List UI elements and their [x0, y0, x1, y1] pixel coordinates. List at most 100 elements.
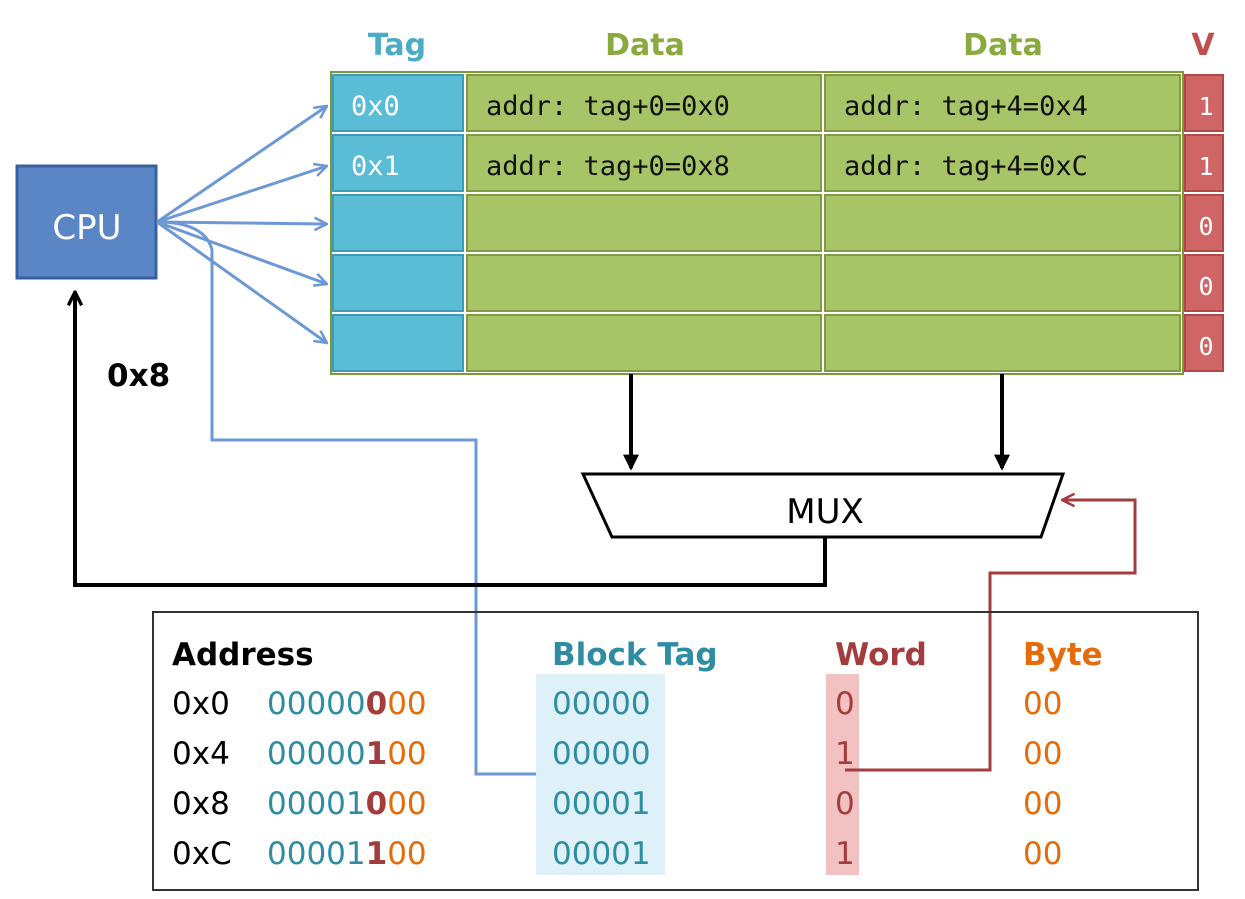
address-value: 0x0 [172, 686, 230, 722]
word-highlight [826, 674, 859, 875]
cache-row: 0 [332, 314, 1224, 372]
valid-bit: 0 [1198, 272, 1213, 301]
block-tag-value: 00000 [552, 736, 651, 772]
data-cell [824, 134, 1181, 192]
block-tag-value: 00001 [552, 786, 651, 822]
byte-value: 00 [1023, 686, 1062, 722]
tag-bits: 00001 [267, 786, 366, 822]
valid-cell [1184, 254, 1224, 312]
word-value: 1 [835, 836, 855, 872]
block-tag-value: 00001 [552, 836, 651, 872]
word-bit: 1 [366, 836, 388, 872]
tag-bits: 00000 [267, 686, 366, 722]
cache-row: 0x1 addr: tag+0=0x8 addr: tag+4=0xC 1 [332, 134, 1224, 192]
data-cell [466, 194, 822, 252]
data-cell [824, 254, 1181, 312]
valid-cell [1184, 74, 1224, 132]
tag-cell [332, 74, 464, 132]
tag-header: Tag [368, 28, 426, 63]
word-header: Word [835, 637, 927, 673]
tag-value: 0x0 [351, 91, 400, 122]
address-bits: 00001100 [267, 836, 427, 872]
address-table: Address Block Tag Word Byte 0x0 00000000… [152, 611, 1199, 891]
word-value: 0 [835, 686, 855, 722]
word-value: 0 [835, 786, 855, 822]
mux: MUX [580, 472, 1066, 539]
data-value: addr: tag+0=0x0 [486, 91, 730, 122]
data-cell [466, 74, 822, 132]
word-bit: 1 [366, 736, 388, 772]
byte-bits: 00 [387, 836, 426, 872]
block-tag-value: 00000 [552, 686, 651, 722]
address-value: 0x8 [172, 786, 230, 822]
valid-cell [1184, 134, 1224, 192]
address-header: Address [172, 637, 314, 673]
word-bit: 0 [366, 786, 388, 822]
cpu-tag-arrows [156, 106, 327, 343]
data-header-2: Data [963, 28, 1043, 63]
word-select-line [858, 500, 1137, 772]
bus-arrow [156, 106, 327, 224]
mux-label: MUX [786, 492, 864, 532]
tag-cell [332, 314, 464, 372]
bus-arrow [156, 220, 327, 343]
valid-cell [1184, 194, 1224, 252]
byte-value: 00 [1023, 836, 1062, 872]
data-cell [824, 194, 1181, 252]
byte-value: 00 [1023, 736, 1062, 772]
data-cell [466, 254, 822, 312]
address-row: 0x8 00001000 00001 0 00 [172, 786, 1062, 822]
tag-cell [332, 254, 464, 312]
address-table-frame [152, 611, 1199, 891]
word-value: 1 [835, 736, 855, 772]
cache-outline [330, 71, 1184, 375]
address-bits: 00000000 [267, 686, 427, 722]
valid-bit: 1 [1198, 92, 1213, 121]
cache-table: 0x0 addr: tag+0=0x0 addr: tag+4=0x4 1 0x… [330, 71, 1224, 375]
byte-bits: 00 [387, 736, 426, 772]
data-cell [824, 314, 1181, 372]
valid-cell [1184, 314, 1224, 372]
data-cell [466, 134, 822, 192]
valid-bit: 0 [1198, 332, 1213, 361]
valid-bit: 0 [1198, 212, 1213, 241]
mux-output-line [75, 292, 827, 587]
cpu-box: CPU [15, 164, 158, 280]
tag-bits: 00001 [267, 836, 366, 872]
address-bits: 00000100 [267, 736, 427, 772]
data-header-1: Data [605, 28, 685, 63]
block-tag-header: Block Tag [552, 637, 718, 673]
byte-header: Byte [1023, 637, 1103, 673]
cache-row: 0x0 addr: tag+0=0x0 addr: tag+4=0x4 1 [332, 74, 1224, 132]
tag-value: 0x1 [351, 151, 400, 182]
byte-bits: 00 [387, 686, 426, 722]
block-tag-highlight [536, 674, 665, 875]
valid-header: V [1191, 28, 1215, 63]
cache-row: 0 [332, 254, 1224, 312]
address-value: 0x4 [172, 736, 230, 772]
bus-arrow [156, 166, 327, 224]
address-row: 0xC 00001100 00001 1 00 [172, 836, 1062, 872]
word-bit: 0 [366, 686, 388, 722]
cache-row: 0 [332, 194, 1224, 252]
returned-value: 0x8 [107, 358, 170, 394]
data-cell [824, 74, 1181, 132]
data-value: addr: tag+0=0x8 [486, 151, 730, 182]
data-cell [466, 314, 822, 372]
tag-cell [332, 194, 464, 252]
byte-value: 00 [1023, 786, 1062, 822]
tag-cell [332, 134, 464, 192]
block-tag-line [156, 220, 536, 776]
address-row: 0x4 00000100 00000 1 00 [172, 736, 1062, 772]
address-bits: 00001000 [267, 786, 427, 822]
valid-bit: 1 [1198, 152, 1213, 181]
address-value: 0xC [172, 836, 232, 872]
bus-arrow [156, 222, 327, 224]
byte-bits: 00 [387, 786, 426, 822]
cpu-label: CPU [52, 208, 121, 248]
data-value: addr: tag+4=0x4 [844, 91, 1088, 122]
address-row: 0x0 00000000 00000 0 00 [172, 686, 1062, 722]
data-value: addr: tag+4=0xC [844, 151, 1088, 182]
bus-arrow [156, 220, 327, 284]
